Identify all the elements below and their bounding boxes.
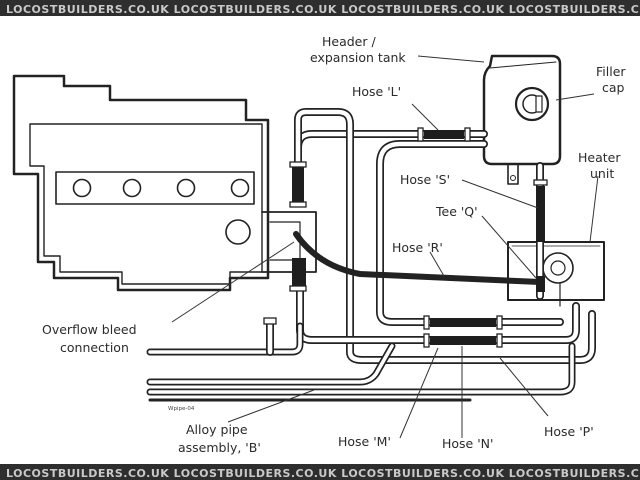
leader-overflow — [171, 241, 295, 323]
engine-block — [12, 74, 317, 292]
label-overflow-l2: connection — [60, 340, 129, 355]
label-filler-cap-l2: cap — [602, 80, 625, 95]
leader-alloy-pipe — [227, 389, 315, 423]
heater-unit — [507, 241, 605, 307]
label-hose-r: Hose 'R' — [392, 240, 443, 255]
label-hose-s: Hose 'S' — [400, 172, 450, 187]
leader-heater-unit — [589, 175, 599, 243]
hose-engine-top-block — [292, 166, 304, 202]
leader-tee-q — [481, 215, 537, 279]
hose-n-block — [430, 336, 496, 345]
watermark-top-text: LOCOSTBUILDERS.CO.UK LOCOSTBUILDERS.CO.U… — [6, 3, 640, 16]
label-alloy-l1: Alloy pipe — [186, 422, 248, 437]
hose-blocks — [292, 130, 545, 345]
label-drawing-ref: Wpipe-04 — [168, 406, 195, 412]
label-tee-q: Tee 'Q' — [435, 204, 478, 219]
hose-l-block — [424, 130, 464, 139]
label-filler-cap-l1: Filler — [596, 64, 626, 79]
leader-hose-s — [461, 179, 539, 209]
leader-hose-p — [499, 357, 549, 417]
label-header-tank-l2: expansion tank — [310, 50, 406, 65]
hose-m-block — [430, 318, 496, 327]
header-expansion-tank — [482, 54, 562, 185]
watermark-bottom-strip: LOCOSTBUILDERS.CO.UK LOCOSTBUILDERS.CO.U… — [0, 464, 640, 480]
label-alloy-l2: assembly, 'B' — [178, 440, 261, 455]
label-header-tank-l1: Header / — [322, 34, 376, 49]
leader-filler-cap — [555, 93, 595, 101]
label-hose-p: Hose 'P' — [544, 424, 594, 439]
hose-engine-lower-block — [292, 258, 306, 286]
watermark-bottom-text: LOCOSTBUILDERS.CO.UK LOCOSTBUILDERS.CO.U… — [6, 467, 640, 480]
label-overflow-l1: Overflow bleed — [42, 322, 137, 337]
label-heater-unit-l1: Heater — [578, 150, 621, 165]
label-hose-m: Hose 'M' — [338, 434, 391, 449]
leader-hose-l — [411, 103, 439, 131]
label-heater-unit-l2: unit — [590, 166, 614, 181]
label-hose-l: Hose 'L' — [352, 84, 401, 99]
label-hose-n: Hose 'N' — [442, 436, 493, 451]
filler-cap — [514, 86, 550, 122]
cooling-system-diagram: Header / expansion tank Filler cap Heate… — [12, 34, 626, 455]
leader-header-tank — [417, 55, 485, 63]
hose-p-block — [536, 186, 545, 242]
leader-hose-m — [399, 347, 439, 439]
watermark-top-strip: LOCOSTBUILDERS.CO.UK LOCOSTBUILDERS.CO.U… — [0, 0, 640, 16]
leader-hose-r — [429, 251, 445, 277]
tee-q-block — [536, 276, 545, 292]
